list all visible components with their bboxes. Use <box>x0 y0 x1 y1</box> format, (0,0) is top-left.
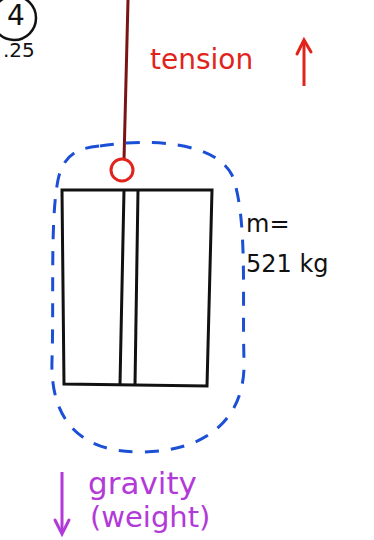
problem-value: .25 <box>3 40 35 60</box>
system-boundary <box>52 142 244 452</box>
gravity-arrow <box>61 472 64 532</box>
force-label: tension <box>150 46 253 74</box>
number-circle <box>0 0 36 40</box>
elevator-door <box>120 190 124 384</box>
problem-number: 4 <box>7 2 25 30</box>
gravity-arrowhead <box>55 520 69 534</box>
force-label: gravity <box>88 468 197 499</box>
elevator-box <box>62 190 212 386</box>
tension-arrowhead <box>297 40 311 54</box>
mass-value: 521 kg <box>246 252 329 276</box>
rope-line <box>124 0 128 160</box>
attachment-circle <box>111 159 133 181</box>
tension-arrow <box>303 42 306 86</box>
force-label: (weight) <box>90 503 210 532</box>
elevator-door <box>135 190 138 385</box>
mass-label: m= <box>246 212 290 236</box>
